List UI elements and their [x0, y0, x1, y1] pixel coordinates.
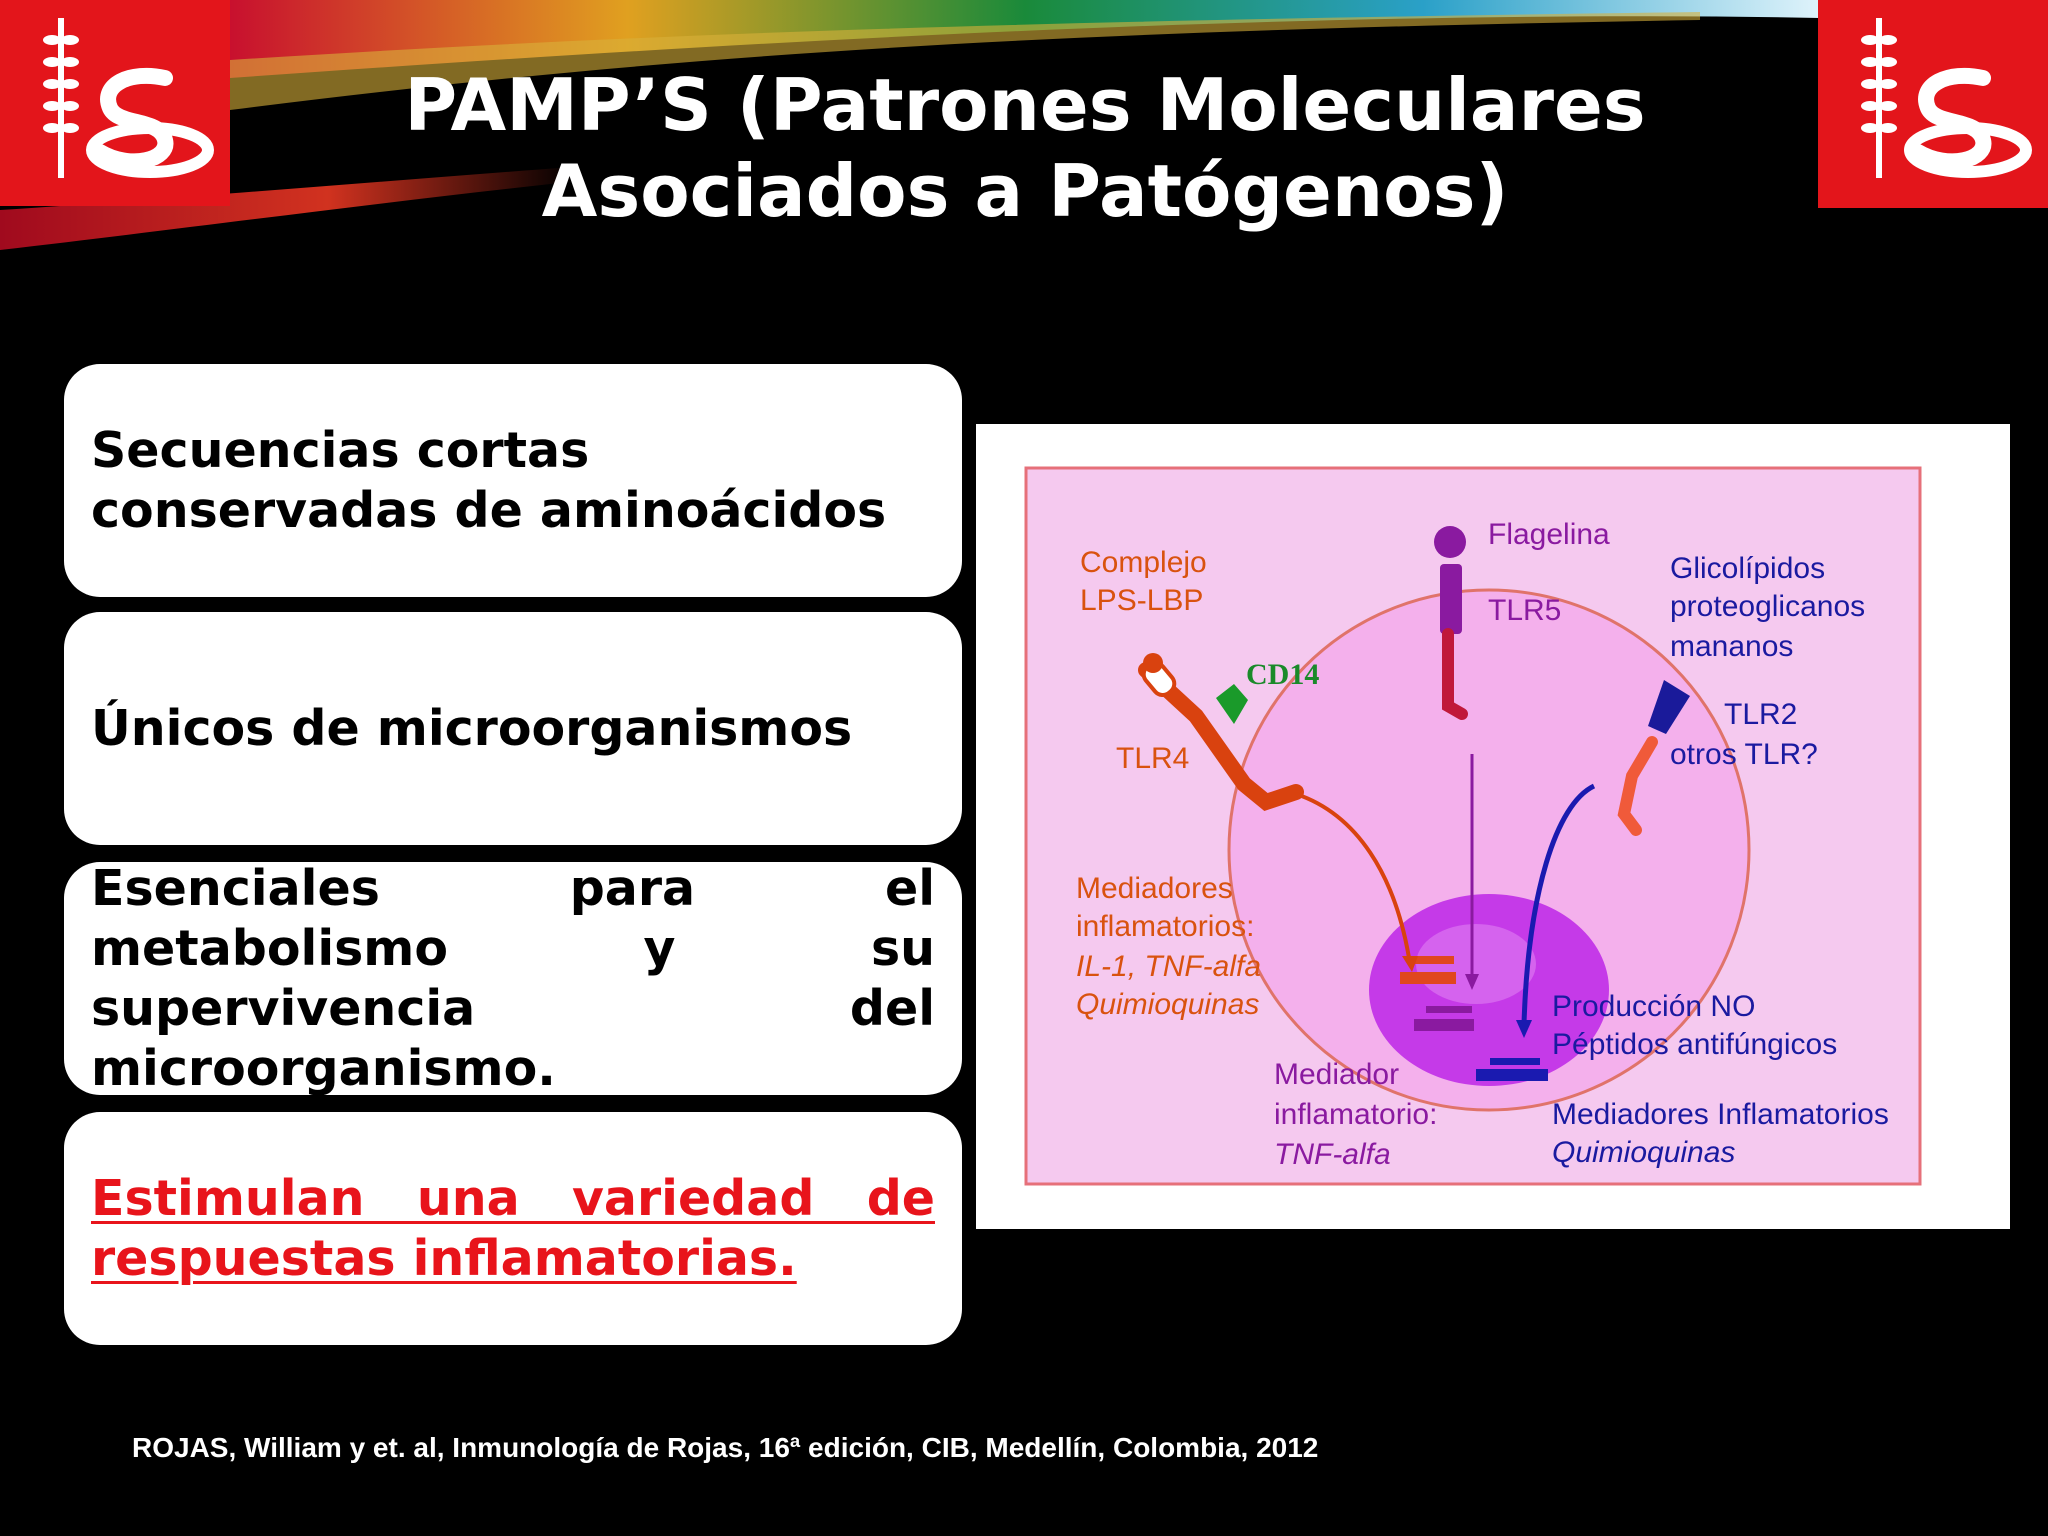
cd14-receptor	[1216, 684, 1248, 724]
banner-swoosh	[0, 0, 1820, 250]
text-box-3: Esenciales para el metabolismo y su supe…	[64, 860, 962, 1097]
gene-bar-orange	[1400, 972, 1456, 984]
gene-bar-blue	[1476, 1069, 1548, 1081]
gene-bar-purple	[1414, 1019, 1474, 1031]
tlr5-label: TLR5	[1488, 594, 1561, 627]
title-line-1: PAMP’S (Patrones Moleculares	[404, 63, 1646, 147]
mediadores-inf-label-4: Quimioquinas	[1076, 988, 1259, 1021]
university-logo-right	[1818, 0, 2048, 208]
mediadores-inf-label-2: inflamatorios:	[1076, 910, 1254, 943]
box-2-text: Únicos de microorganismos	[91, 699, 853, 757]
flagelina-icon	[1434, 526, 1466, 558]
cd14-label: CD14	[1246, 658, 1319, 691]
citation: ROJAS, William y et. al, Inmunología de …	[132, 1432, 1319, 1463]
text-box-2: Únicos de microorganismos	[64, 612, 962, 845]
glico-label-2: proteoglicanos	[1670, 590, 1865, 623]
tlr5-receptor	[1440, 564, 1462, 634]
tlr2-label: TLR2	[1724, 698, 1797, 731]
text-box-1: Secuencias cortas conservadas de aminoác…	[64, 364, 962, 597]
produccion-label-1: Producción NO	[1552, 990, 1755, 1023]
tlr4-receptor	[1138, 662, 1304, 811]
pamp-diagram: Complejo LPS-LBP CD14 TLR4 Flagelina TLR…	[1024, 466, 1922, 1186]
mediador-label-3: TNF-alfa	[1274, 1138, 1391, 1171]
cell-membrane	[1227, 588, 1751, 1112]
crest-icon	[43, 18, 214, 178]
complejo-label-1: Complejo	[1080, 546, 1207, 579]
header-banner	[0, 0, 2048, 250]
tlr2-receptor	[1648, 680, 1690, 734]
mediador-label-1: Mediador	[1274, 1058, 1399, 1091]
university-logo-left	[0, 0, 230, 206]
tlr4-label: TLR4	[1116, 742, 1189, 775]
complejo-label-2: LPS-LBP	[1080, 584, 1203, 617]
crest-icon	[1861, 18, 2032, 178]
text-box-4: Estimulan una variedad de respuestas inf…	[64, 1112, 962, 1345]
mediador-label-2: inflamatorio:	[1274, 1098, 1437, 1131]
tlr2-signal-arrow	[1521, 783, 1596, 1025]
flagelina-label: Flagelina	[1488, 518, 1610, 551]
pamp-diagram-figure: Complejo LPS-LBP CD14 TLR4 Flagelina TLR…	[976, 424, 2010, 1229]
glico-label-3: mananos	[1670, 630, 1793, 663]
box-1-text: Secuencias cortas conservadas de aminoác…	[91, 421, 887, 539]
slide-title: PAMP’S (Patrones Moleculares Asociados a…	[330, 62, 1720, 234]
mediadores-label-1: Mediadores Inflamatorios	[1552, 1098, 1889, 1131]
mediadores-label-2: Quimioquinas	[1552, 1136, 1735, 1169]
title-line-2: Asociados a Patógenos)	[541, 149, 1509, 233]
glico-label-1: Glicolípidos	[1670, 552, 1825, 585]
mediadores-inf-label-1: Mediadores	[1076, 872, 1233, 905]
otros-tlr-label: otros TLR?	[1670, 738, 1818, 771]
box-4-text: Estimulan una variedad de respuestas inf…	[91, 1169, 935, 1287]
produccion-label-2: Péptidos antifúngicos	[1552, 1028, 1837, 1061]
box-3-text: Esenciales para el metabolismo y su supe…	[91, 859, 935, 1097]
mediadores-inf-label-3: IL-1, TNF-alfa	[1076, 950, 1261, 983]
tlr4-signal-arrow	[1295, 792, 1412, 965]
